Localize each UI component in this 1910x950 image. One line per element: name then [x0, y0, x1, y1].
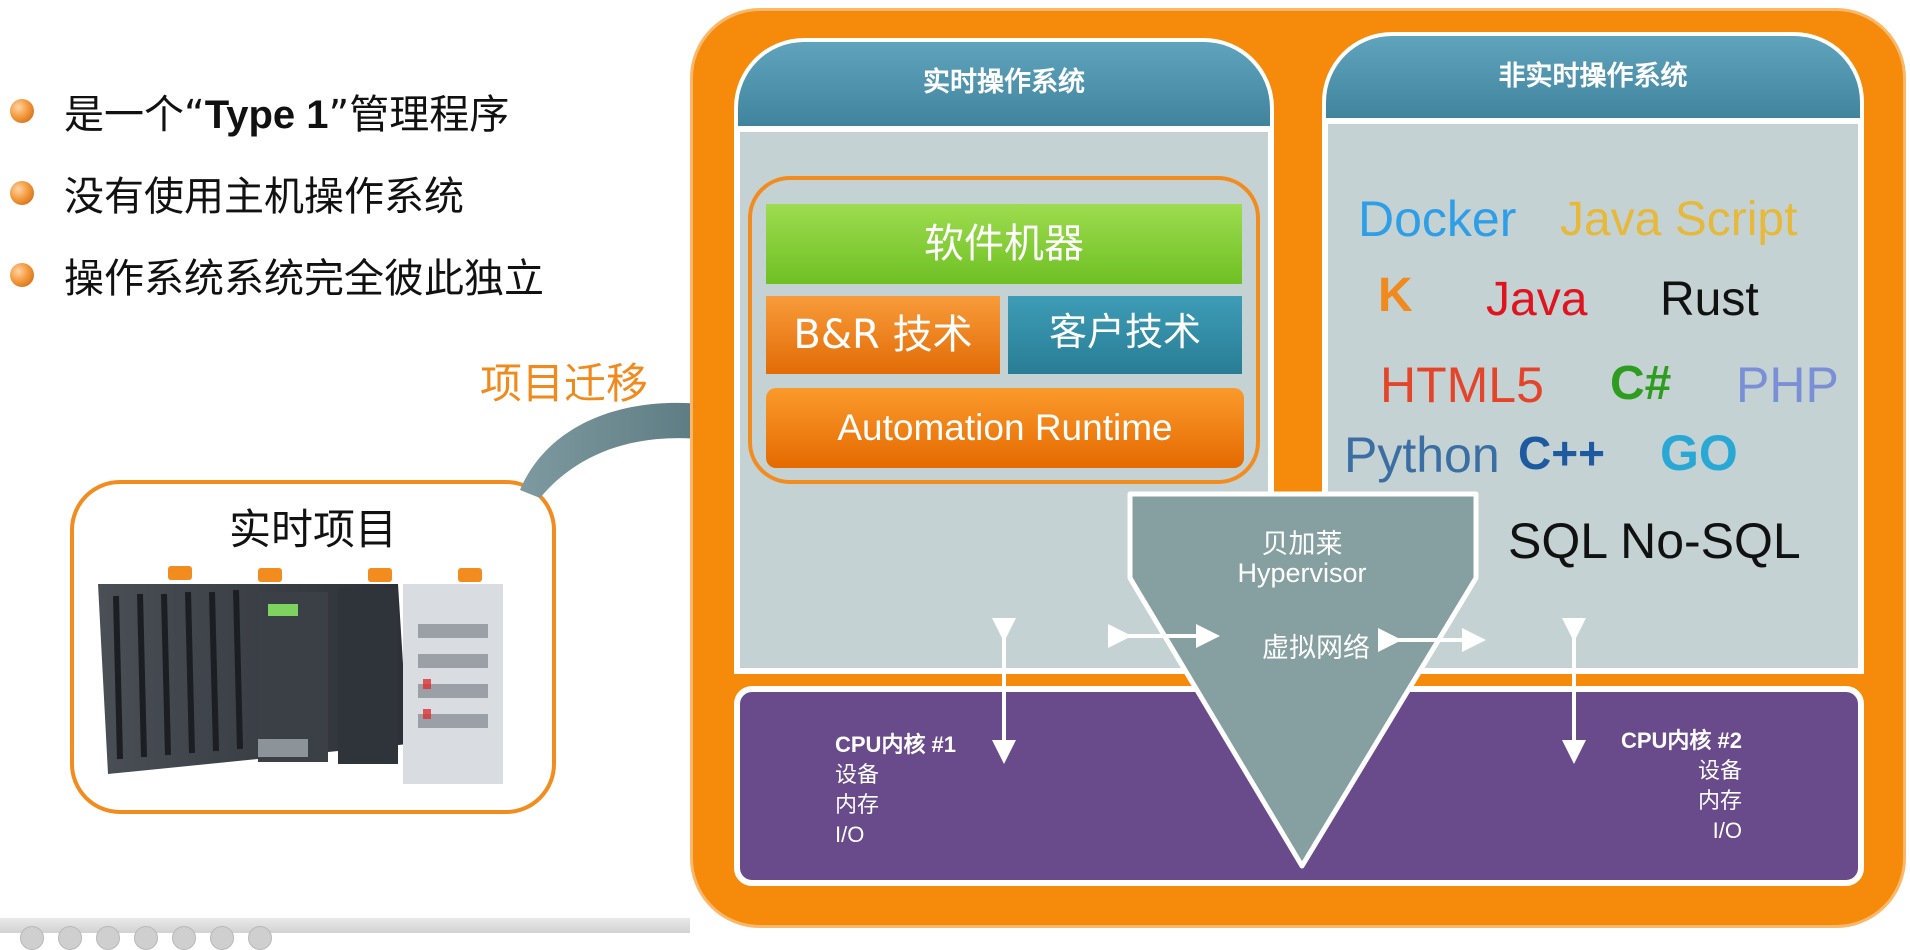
lang-html5: HTML5: [1380, 357, 1544, 413]
bullet-dot-icon: [10, 263, 34, 287]
cpu-core-2: CPU内核 #2 设备 内存 I/O: [1621, 726, 1742, 846]
cpu-core-2-line: 内存: [1697, 788, 1742, 813]
lang-rust: Rust: [1660, 273, 1759, 326]
rtos-software-stack: [748, 176, 1260, 484]
lang-python: Python: [1344, 427, 1500, 483]
plc-hardware-icon: [98, 566, 503, 784]
bullet-text: 操作系统系统完全彼此独立: [64, 256, 544, 302]
realtime-project-title: 实时项目: [228, 505, 397, 554]
lang-k: K: [1378, 269, 1413, 322]
cpu-core-2-title: CPU内核 #2: [1620, 728, 1742, 753]
cpu-core-1-title: CPU内核 #1: [835, 732, 957, 757]
slide-footer-strip: [0, 918, 690, 933]
lang-csharp: C#: [1610, 357, 1672, 410]
realtime-project-card: 实时项目: [70, 480, 556, 814]
cpu-core-1-line: I/O: [835, 822, 865, 847]
hypervisor-label: Hypervisor: [1237, 558, 1367, 588]
bullet-text: 没有使用主机操作系统: [64, 174, 464, 220]
software-machine-block: 软件机器: [766, 204, 1242, 284]
lang-cpp: C++: [1518, 427, 1605, 479]
lang-docker: Docker: [1358, 191, 1517, 247]
migration-label: 项目迁移: [480, 359, 649, 408]
automation-runtime-block: Automation Runtime: [766, 388, 1244, 468]
virtual-network-label: 虚拟网络: [1262, 633, 1370, 664]
nav-dot-icon: [20, 926, 44, 950]
nav-dot-icon: [172, 926, 196, 950]
cpu-core-2-line: 设备: [1697, 758, 1742, 783]
non-rtos-header: 非实时操作系统: [1322, 32, 1864, 132]
cpu-core-1-line: 内存: [835, 792, 880, 817]
nav-dot-icon: [248, 926, 272, 950]
nav-dot-icon: [210, 926, 234, 950]
cpu-core-2-line: I/O: [1712, 818, 1742, 843]
bullet-item: 没有使用主机操作系统: [10, 152, 650, 234]
customer-technology-block: 客户技术: [1008, 296, 1242, 374]
rtos-header: 实时操作系统: [734, 38, 1274, 138]
feature-bullet-list: 是一个“Type 1”管理程序 没有使用主机操作系统 操作系统系统完全彼此独立: [10, 70, 650, 316]
bullet-text: 是一个“Type 1”管理程序: [64, 92, 510, 138]
lang-sql-nosql: SQL No-SQL: [1508, 513, 1801, 569]
bullet-dot-icon: [10, 99, 34, 123]
br-technology-block: B&R 技术: [766, 296, 1000, 374]
cpu-core-1-line: 设备: [835, 762, 880, 787]
nav-dot-icon: [134, 926, 158, 950]
lang-java: Java: [1486, 273, 1588, 326]
hypervisor-brand: 贝加莱: [1261, 529, 1343, 560]
nav-dot-icon: [58, 926, 82, 950]
lang-php: PHP: [1736, 357, 1839, 413]
bullet-dot-icon: [10, 181, 34, 205]
nav-dot-icon: [96, 926, 120, 950]
bullet-item: 是一个“Type 1”管理程序: [10, 70, 650, 152]
migration-arrow-icon: [520, 370, 772, 498]
lang-javascript: Java Script: [1560, 193, 1798, 246]
slide-nav-dots: [20, 926, 272, 950]
cpu-core-1: CPU内核 #1 设备 内存 I/O: [835, 730, 956, 850]
lang-go: GO: [1660, 425, 1738, 481]
bullet-item: 操作系统系统完全彼此独立: [10, 234, 650, 316]
